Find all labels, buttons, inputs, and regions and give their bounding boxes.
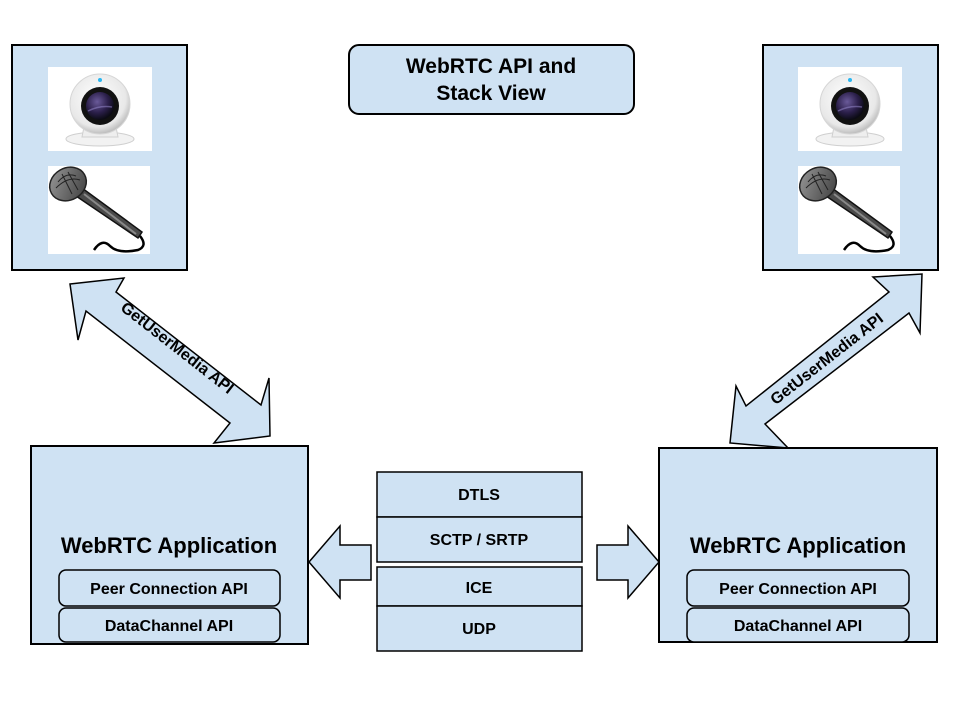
double-arrow-shape [729, 273, 923, 449]
stack-upper-group: DTLS SCTP / SRTP [376, 471, 583, 563]
left-app-title: WebRTC Application [61, 533, 277, 558]
stack-layer-ice-label: ICE [466, 580, 493, 597]
right-app-title: WebRTC Application [690, 533, 906, 558]
stack-layer-udp-label: UDP [462, 621, 496, 638]
title-box: WebRTC API and Stack View [348, 44, 635, 115]
stack-layer-dtls [376, 471, 583, 518]
right-peer-connection-api-label: Peer Connection API [719, 581, 877, 598]
left-device-panel [11, 44, 188, 271]
right-datachannel-api-label: DataChannel API [734, 618, 862, 635]
left-block-arrow [308, 523, 372, 601]
stack-layer-udp [376, 605, 583, 652]
microphone-icon [42, 159, 152, 256]
right-webrtc-application: WebRTC Application Peer Connection API D… [658, 447, 938, 643]
title-line-1: WebRTC API and [406, 55, 576, 78]
protocol-stack: DTLS SCTP / SRTP ICE UDP [376, 471, 583, 652]
right-arrow-label: GetUserMedia API [768, 310, 887, 408]
microphone-icon [792, 159, 902, 256]
stack-lower-group: ICE UDP [376, 566, 583, 652]
stack-layer-sctp-srtp-label: SCTP / SRTP [430, 532, 529, 549]
left-datachannel-api-label: DataChannel API [105, 618, 233, 635]
left-peer-connection-api-box [58, 569, 281, 607]
stack-layer-ice [376, 566, 583, 607]
title-frame [348, 44, 635, 115]
right-getusermedia-arrow: GetUserMedia API [729, 273, 923, 449]
right-device-panel [762, 44, 939, 271]
webcam-icon [797, 66, 903, 152]
stack-layer-sctp-srtp [376, 516, 583, 563]
stack-layer-dtls-label: DTLS [458, 487, 500, 504]
left-peer-connection-api-label: Peer Connection API [90, 581, 248, 598]
webcam-icon [47, 66, 153, 152]
left-getusermedia-arrow: GetUserMedia API [69, 277, 271, 444]
right-datachannel-api-box [686, 607, 910, 643]
right-block-arrow [596, 523, 660, 601]
title-line-2: Stack View [436, 82, 546, 105]
left-datachannel-api-box [58, 607, 281, 643]
double-arrow-shape [69, 277, 271, 444]
right-peer-connection-api-box [686, 569, 910, 607]
left-webrtc-application: WebRTC Application Peer Connection API D… [30, 445, 309, 645]
